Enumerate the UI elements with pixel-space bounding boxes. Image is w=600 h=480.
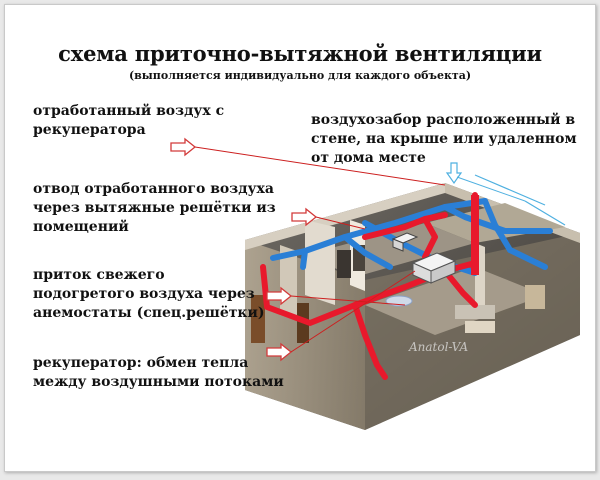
supply-duct-3 xyxy=(362,212,448,240)
supply-duct-5 xyxy=(352,302,388,380)
supply-duct-4 xyxy=(442,268,478,308)
leader-exhaust-from-recuperator xyxy=(194,146,446,186)
window-1 xyxy=(337,250,351,278)
label-exhaust-from-recuperator: отработанный воздух с рекуператора xyxy=(33,103,225,138)
diagram-frame: схема приточно-вытяжной вентиляции (выпо… xyxy=(4,4,596,472)
return-duct-3 xyxy=(442,204,553,234)
arrow-exhaust-from-recuperator xyxy=(170,137,197,157)
supply-duct-6 xyxy=(422,216,438,260)
leader-lines xyxy=(194,146,446,353)
return-duct-1 xyxy=(270,198,488,261)
room-floor-3 xyxy=(365,267,545,335)
return-duct-4 xyxy=(482,198,513,253)
sofa xyxy=(455,305,495,319)
leader-recuperator xyxy=(290,270,416,353)
label-recuperator: рекуператор: обмен тепла между воздушным… xyxy=(33,355,284,390)
return-duct-6 xyxy=(342,234,393,270)
return-duct-7 xyxy=(507,247,548,270)
arrow-fresh-supply xyxy=(266,286,293,306)
arrow-exhaust-removal xyxy=(291,207,318,227)
supply-riser xyxy=(471,195,479,275)
return-duct-5 xyxy=(300,248,308,270)
pointer-arrows xyxy=(170,137,318,362)
diagram-title: схема приточно-вытяжной вентиляции xyxy=(58,41,542,66)
watermark: Anatol-VA xyxy=(409,340,469,354)
intake-indicator-line xyxy=(524,200,566,226)
table xyxy=(465,321,495,333)
house-ventilation-illustration xyxy=(170,137,580,430)
leader-air-intake xyxy=(456,176,526,202)
cabinet xyxy=(525,285,545,309)
intake-indicator-line-2 xyxy=(474,174,546,206)
house-back-wall-left xyxy=(245,183,445,250)
grille-box xyxy=(391,232,419,252)
door xyxy=(251,295,265,343)
partition-wall-1 xyxy=(305,220,335,305)
arrow-air-intake xyxy=(445,162,463,185)
leader-fresh-supply xyxy=(290,295,406,306)
recuperator-unit xyxy=(411,252,457,284)
label-air-intake: воздухозабор расположенный в стене, на к… xyxy=(311,112,577,166)
rug xyxy=(385,295,413,307)
diagram-subtitle: (выполняется индивидуально для каждого о… xyxy=(128,69,472,82)
leader-exhaust-removal xyxy=(315,216,366,230)
label-exhaust-removal: отвод отработанного воздуха через вытяжн… xyxy=(33,181,276,235)
arrow-recuperator xyxy=(266,342,293,362)
supply-duct-1 xyxy=(260,264,448,326)
label-fresh-supply: приток свежего подогретого воздуха через… xyxy=(33,267,265,321)
